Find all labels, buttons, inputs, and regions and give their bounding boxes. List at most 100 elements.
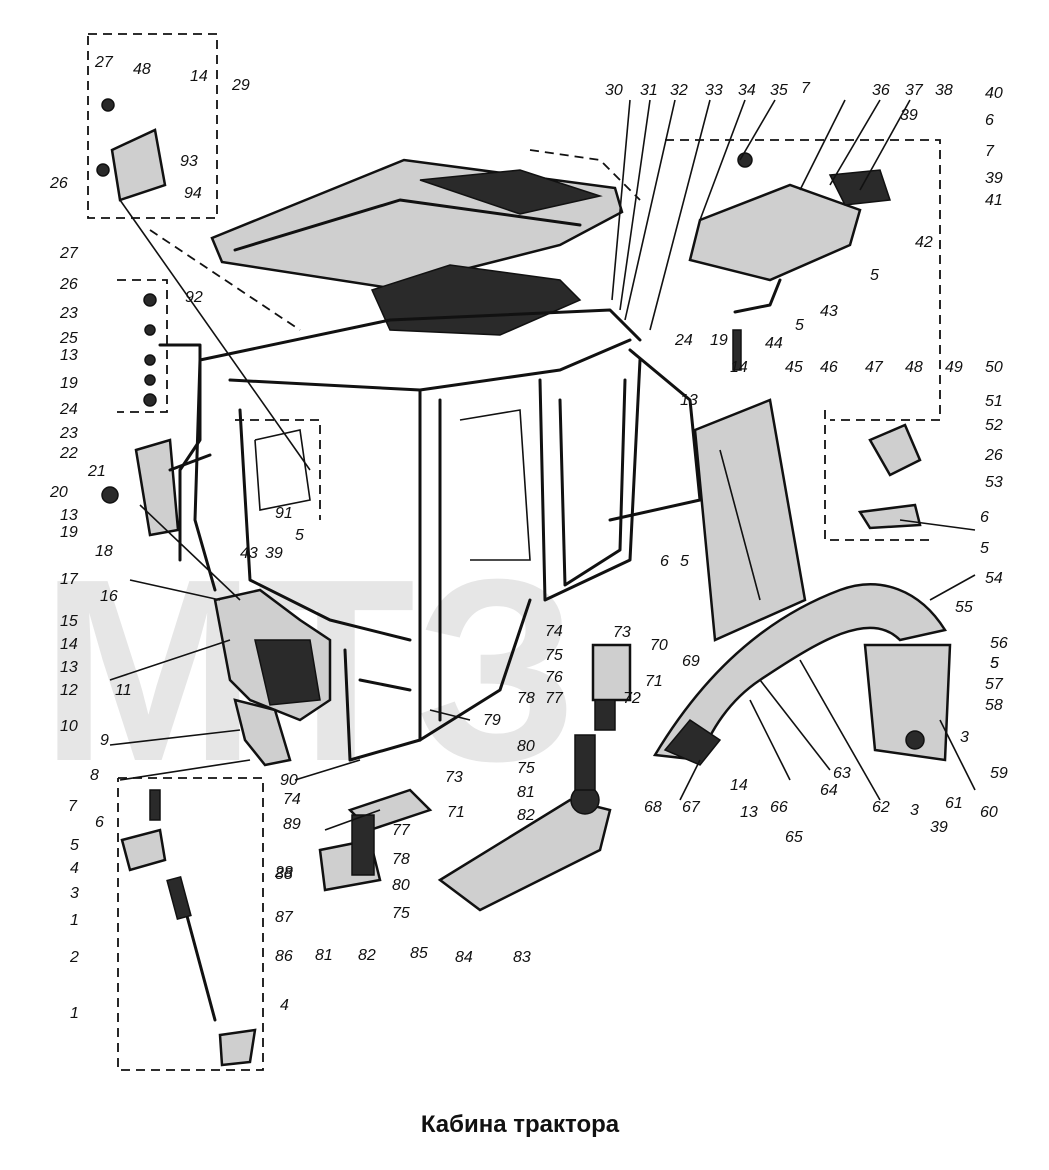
- callout-label: 77: [545, 690, 564, 707]
- callout-label: 41: [985, 192, 1003, 209]
- callout-label: 6: [660, 553, 669, 570]
- callout-label: 64: [820, 782, 838, 799]
- callout-label: 24: [59, 401, 78, 418]
- callout-label: 74: [283, 791, 301, 808]
- callout-label: 23: [59, 305, 78, 322]
- callout-label: 13: [60, 507, 78, 524]
- callout-label: 14: [730, 777, 748, 794]
- callout-label: 5: [990, 655, 999, 672]
- callout-label: 56: [990, 635, 1008, 652]
- callout-labels: 1123334455555555666677789101112131313131…: [49, 54, 1008, 1022]
- gas-strut: [120, 789, 257, 1067]
- callout-label: 69: [682, 653, 700, 670]
- small-parts-left: [143, 293, 157, 407]
- callout-label: 66: [770, 799, 788, 816]
- caption: Кабина трактора: [421, 1111, 620, 1138]
- callout-label: 73: [613, 624, 631, 641]
- callout-label: 18: [95, 543, 113, 560]
- callout-label: 43: [240, 545, 258, 562]
- callout-label: 8: [90, 767, 99, 784]
- callout-label: 81: [315, 947, 333, 964]
- callout-label: 19: [710, 332, 728, 349]
- callout-label: 28: [274, 864, 293, 881]
- callout-label: 48: [133, 61, 151, 78]
- callout-label: 22: [59, 445, 78, 462]
- callout-label: 62: [872, 799, 890, 816]
- callout-label: 71: [645, 673, 663, 690]
- callout-label: 13: [680, 392, 698, 409]
- callout-label: 82: [358, 947, 376, 964]
- callout-label: 48: [905, 359, 923, 376]
- callout-label: 12: [60, 682, 78, 699]
- callout-label: 25: [59, 330, 78, 347]
- callout-label: 33: [705, 82, 723, 99]
- callout-label: 5: [990, 655, 999, 672]
- callout-label: 77: [392, 822, 411, 839]
- cab-roof: [210, 158, 624, 336]
- callout-label: 6: [985, 112, 994, 129]
- callout-label: 51: [985, 393, 1003, 410]
- callout-label: 87: [275, 909, 294, 926]
- callout-label: 60: [980, 804, 998, 821]
- callout-label: 74: [545, 623, 563, 640]
- callout-label: 6: [95, 814, 104, 831]
- callout-label: 38: [935, 82, 953, 99]
- callout-label: 13: [60, 347, 78, 364]
- callout-label: 5: [295, 527, 304, 544]
- callout-label: 81: [517, 784, 535, 801]
- callout-label: 39: [930, 819, 948, 836]
- callout-label: 5: [680, 553, 689, 570]
- callout-label: 16: [100, 588, 118, 605]
- callout-label: 23: [59, 425, 78, 442]
- control-unit: [213, 588, 332, 767]
- callout-label: 27: [59, 245, 79, 262]
- callout-label: 19: [60, 375, 78, 392]
- callout-label: 89: [283, 816, 301, 833]
- callout-label: 79: [483, 712, 501, 729]
- callout-label: 36: [872, 82, 890, 99]
- callout-label: 3: [960, 729, 969, 746]
- callout-label: 83: [513, 949, 531, 966]
- callout-label: 85: [410, 945, 428, 962]
- callout-label: 4: [280, 997, 289, 1014]
- callout-label: 26: [59, 276, 78, 293]
- callout-label: 3: [910, 802, 919, 819]
- callout-label: 14: [190, 68, 208, 85]
- rear-fender: [652, 583, 952, 766]
- callout-label: 14: [60, 636, 78, 653]
- callout-label: 52: [985, 417, 1003, 434]
- callout-label: 54: [985, 570, 1003, 587]
- callout-label: 75: [392, 905, 410, 922]
- callout-label: 70: [650, 637, 668, 654]
- callout-label: 4: [70, 860, 79, 877]
- callout-label: 14: [730, 359, 748, 376]
- callout-label: 17: [60, 571, 79, 588]
- callout-label: 26: [49, 175, 68, 192]
- callout-label: 9: [100, 732, 109, 749]
- callout-label: 15: [60, 613, 78, 630]
- callout-label: 92: [185, 289, 203, 306]
- callout-label: 27: [94, 54, 114, 71]
- callout-label: 24: [674, 332, 693, 349]
- callout-label: 11: [115, 682, 132, 699]
- callout-label: 1: [70, 912, 79, 929]
- callout-label: 46: [820, 359, 838, 376]
- callout-label: 40: [985, 85, 1003, 102]
- callout-label: 71: [447, 804, 465, 821]
- callout-label: 34: [738, 82, 756, 99]
- callout-label: 63: [833, 765, 851, 782]
- callout-label: 78: [392, 851, 410, 868]
- callout-label: 5: [70, 837, 79, 854]
- callout-label: 61: [945, 795, 963, 812]
- callout-label: 7: [801, 80, 811, 97]
- callout-label: 75: [517, 760, 535, 777]
- callout-label: 39: [985, 170, 1003, 187]
- cab-frame: [158, 308, 702, 762]
- callout-label: 58: [985, 697, 1003, 714]
- callout-label: 50: [985, 359, 1003, 376]
- callout-label: 19: [60, 524, 78, 541]
- callout-label: 47: [865, 359, 884, 376]
- callout-label: 26: [984, 447, 1003, 464]
- top-left-detail: [96, 98, 167, 202]
